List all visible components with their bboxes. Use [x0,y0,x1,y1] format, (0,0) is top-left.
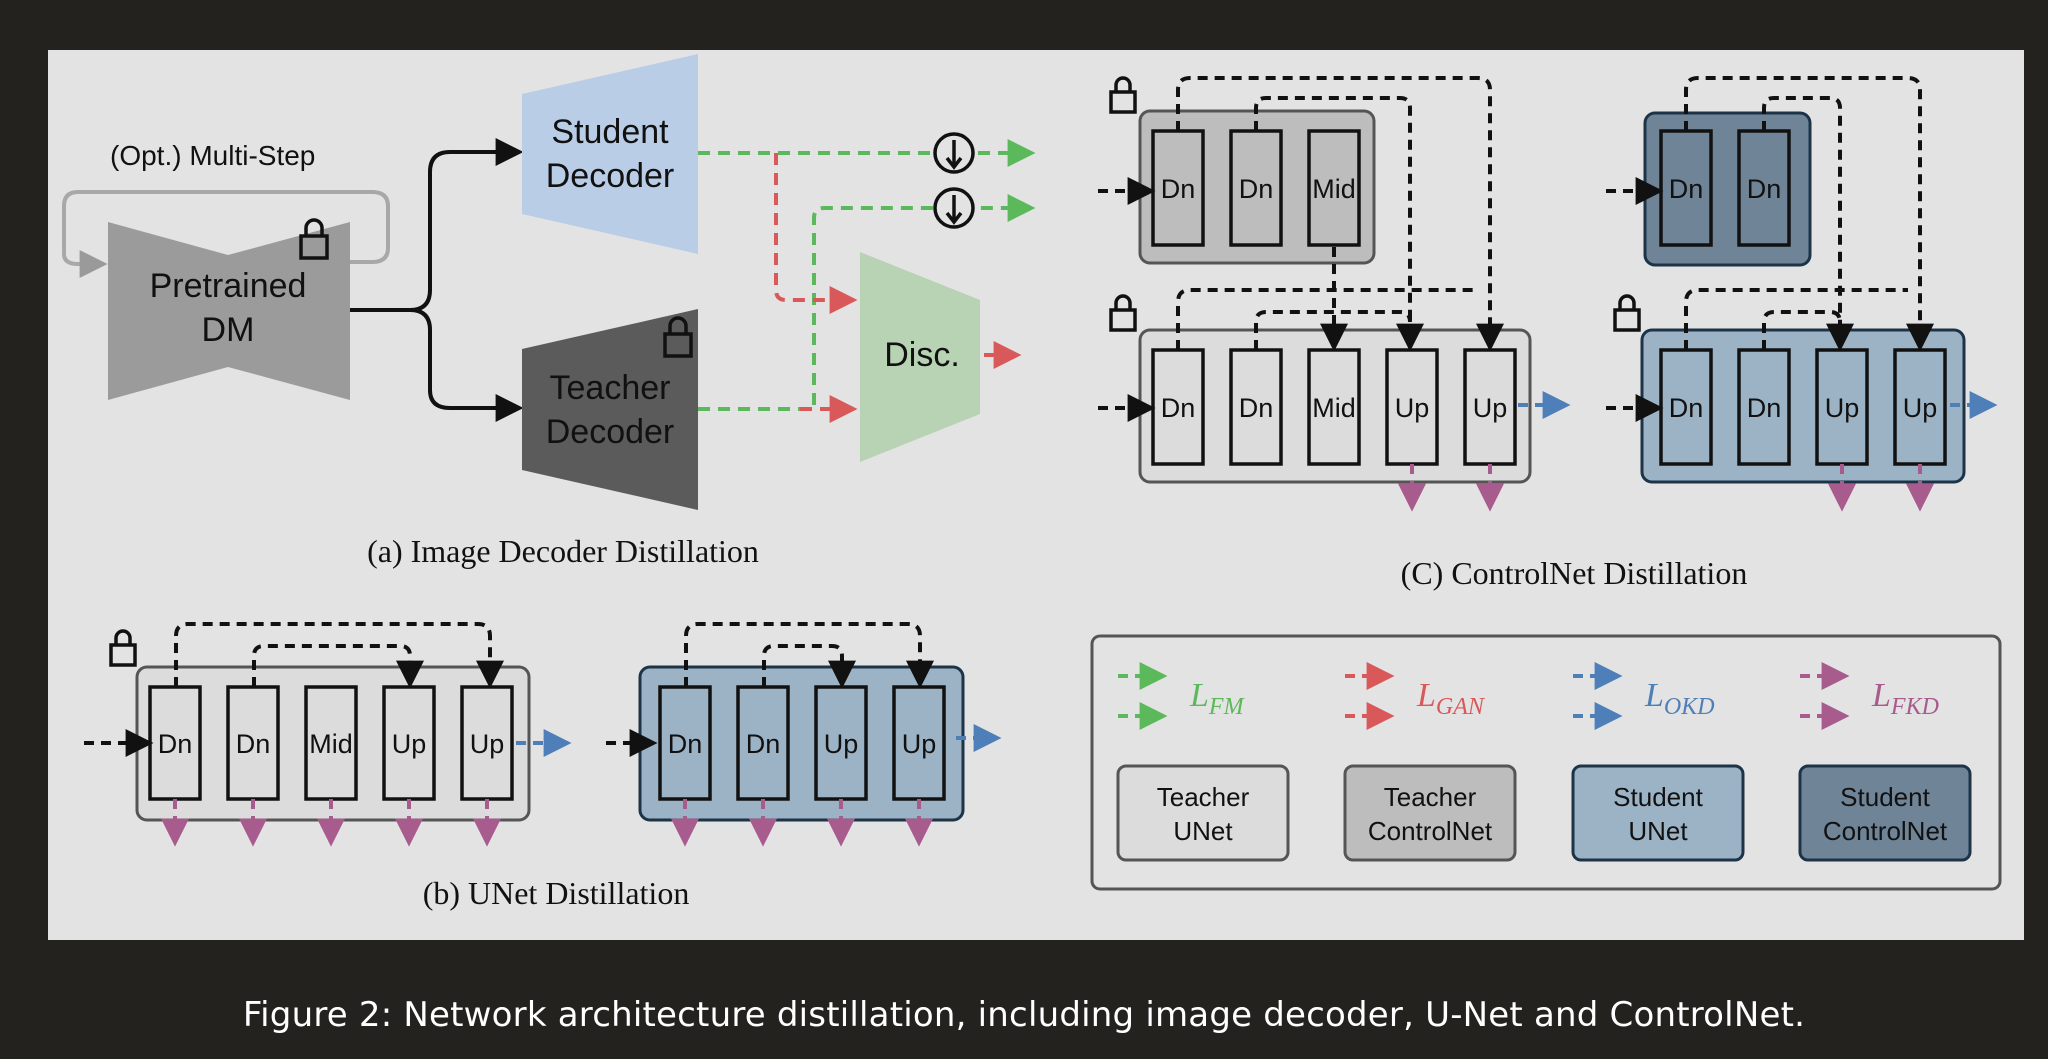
section-a-title: (a) Image Decoder Distillation [367,533,759,569]
student-decoder-label-1: Student [551,113,669,151]
discriminator-block [860,252,980,462]
lock-icon [1613,294,1641,332]
section-b-title: (b) UNet Distillation [423,875,690,911]
student-unet-skip-inner [762,644,856,689]
teacher-unet-c-block-label: Up [1395,393,1430,423]
legend-box-line2: UNet [1628,816,1688,846]
student-unet-c-block-label: Dn [1669,393,1704,423]
legend-frame [1090,634,2002,891]
teacher-unet-skip-outer [174,622,504,689]
legend-box-line1: Student [1613,782,1703,812]
multistep-label: (Opt.) Multi-Step [110,140,315,171]
legend-box-line1: Student [1840,782,1930,812]
legend-loss-label: LOKD [1644,677,1715,720]
teacher-unet-c-block-label: Up [1473,393,1508,423]
student-unet-c-skip-inner [1762,310,1842,350]
legend-box [1343,764,1517,862]
teacher-unet-c-block-label: Dn [1161,393,1196,423]
section-b-unet: Dn Dn Mid Up Up Dn Dn Up Up (b) UNet Distillati… [84,622,1002,911]
student-unet-c-block-label: Up [1903,393,1938,423]
student-decoder-block [522,54,698,254]
legend-box [1571,764,1745,862]
teacher-decoder-block [522,309,698,510]
legend-box-line1: Teacher [1157,782,1250,812]
teacher-unet-block-label: Up [392,729,427,759]
student-controlnet-block-label: Dn [1747,174,1782,204]
student-unet-skip-outer [684,622,934,689]
student-decoder-label-2: Decoder [546,157,675,195]
lock-icon [663,316,693,358]
lock-icon [1109,76,1137,114]
legend-loss-label: LGAN [1416,677,1486,720]
legend-loss-label: LFKD [1871,677,1939,720]
teacher-unet-block-label: Dn [158,729,193,759]
student-unet-c-block-label: Up [1825,393,1860,423]
multistep-loop-arrow [62,190,390,278]
teacher-unet-c-block-label: Mid [1312,393,1356,423]
student-controlnet-block-label: Dn [1669,174,1704,204]
student-unet-c-block-label: Dn [1747,393,1782,423]
stop-gradient-icon [933,132,975,174]
teacher-controlnet-block-label: Dn [1239,174,1274,204]
pretrained-dm-label-1: Pretrained [150,267,307,305]
section-a-image-decoder: (Opt.) Multi-Step Pretrained DM Student … [62,54,1036,569]
student-gan-arrow [774,153,858,314]
legend-box-line2: ControlNet [1368,816,1493,846]
student-unet-block-label: Dn [668,729,703,759]
student-unet-block-label: Up [824,729,859,759]
pretrained-dm-block [108,222,350,400]
legend-loss-label: LFM [1189,677,1246,720]
pretrained-dm-label-2: DM [202,311,255,349]
teacher-unet-c-block-label: Dn [1239,393,1274,423]
teacher-controlnet-block-label: Mid [1312,174,1356,204]
teacher-control-link-outer [1176,76,1504,352]
teacher-controlnet-block-label: Dn [1161,174,1196,204]
discriminator-label: Disc. [884,336,960,374]
legend-box-line2: UNet [1173,816,1233,846]
lock-icon [299,218,329,260]
student-unet-block-label: Up [902,729,937,759]
legend-box [1116,764,1290,862]
section-c-title: (C) ControlNet Distillation [1401,555,1748,591]
stop-gradient-icon [933,187,975,229]
legend-box-line1: Teacher [1384,782,1477,812]
legend-box [1798,764,1972,862]
teacher-unet-block-label: Mid [309,729,353,759]
teacher-unet-c-skip-inner [1254,310,1412,350]
student-unet-c-skip-outer [1684,288,1908,350]
teacher-fm-arrow [698,194,1036,411]
to-teacher-arrow [409,308,524,422]
to-student-arrow [350,138,524,312]
student-unet-block-label: Dn [746,729,781,759]
teacher-unet-skip-inner [252,644,424,689]
teacher-decoder-label-2: Decoder [546,413,675,451]
teacher-unet-block-label: Up [470,729,505,759]
teacher-decoder-label-1: Teacher [550,369,671,407]
teacher-unet-c-skip-outer [1176,288,1478,350]
figure-caption: Figure 2: Network architecture distillat… [242,995,1806,1035]
lock-icon [109,629,137,667]
teacher-controlnet-block [1307,129,1361,247]
legend-box-line2: ControlNet [1823,816,1948,846]
teacher-unet-block-label: Dn [236,729,271,759]
teacher-control-link-inner [1254,96,1424,352]
lock-icon [1109,294,1137,332]
student-control-link-inner [1762,96,1854,352]
